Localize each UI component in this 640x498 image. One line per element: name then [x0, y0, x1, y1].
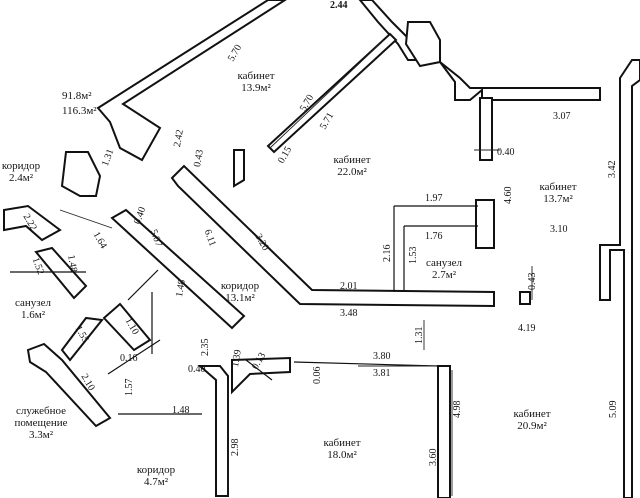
wall-left-angle	[2, 204, 62, 242]
dimension-label: 3.10	[550, 224, 568, 235]
dimension-label: 3.81	[373, 368, 391, 379]
line-door-arc	[245, 359, 273, 381]
room-name: санузел	[425, 257, 462, 269]
dimension-label: 3.42	[607, 160, 618, 179]
living-area-total: 91.8м²	[62, 90, 92, 102]
wall-east	[599, 59, 640, 498]
room-bathroom-1: санузел 2.7м²	[414, 257, 474, 281]
dimension-label: 1.31	[414, 326, 425, 345]
dim-line-571	[269, 39, 385, 149]
wall-bath-small	[102, 302, 152, 352]
room-name: кабинет	[237, 70, 275, 82]
room-area: 4.7м²	[143, 476, 168, 488]
dimension-label: 1.97	[425, 193, 443, 204]
room-name: кабинет	[323, 437, 361, 449]
wall-lower-hub	[197, 365, 229, 497]
room-name: коридор	[136, 464, 176, 476]
dimension-label: 4.60	[503, 186, 514, 205]
dimension-label: 0.16	[120, 353, 138, 364]
line-bath-edge	[127, 269, 159, 301]
room-name: кабинет	[513, 408, 551, 420]
room-name: коридор	[220, 280, 260, 292]
room-study-4: кабинет 18.0м²	[312, 437, 372, 461]
dimension-label: 2.01	[340, 281, 358, 292]
room-study-5: кабинет 20.9м²	[502, 408, 562, 432]
dimension-label: 1.57	[124, 378, 135, 397]
dimension-label: 1.48	[172, 405, 190, 416]
dimension-label: 2.98	[230, 438, 241, 457]
room-area: 1.6м²	[20, 309, 45, 321]
dimension-label: 0.43	[527, 272, 538, 291]
wall-left-mid	[34, 246, 88, 300]
dimension-label: 4.19	[518, 323, 536, 334]
wall-central-diagonal	[170, 164, 495, 308]
total-area: 116.3м²	[62, 105, 97, 117]
room-area: 2.7м²	[431, 269, 456, 281]
room-area: 2.4м²	[8, 172, 33, 184]
room-corridor-3: коридор 4.7м²	[128, 464, 184, 488]
room-study-1: кабинет 13.9м²	[226, 70, 286, 94]
room-name: кабинет	[333, 154, 371, 166]
room-area: 20.9м²	[517, 420, 547, 432]
dimension-label: 0.40	[497, 147, 515, 158]
room-corridor-1: коридор 2.4м²	[0, 160, 46, 184]
dimension-label: 3.48	[340, 308, 358, 319]
room-area: 13.7м²	[543, 193, 573, 205]
room-area: 18.0м²	[327, 449, 357, 461]
dimension-label: 3.60	[428, 448, 439, 467]
room-area: 13.1м²	[225, 292, 255, 304]
line-room-div	[293, 361, 439, 367]
room-area: 3.3м²	[28, 429, 53, 441]
dimension-label: 0.06	[312, 366, 323, 385]
dimension-label: 3.07	[553, 111, 571, 122]
dimension-label: 1.53	[408, 246, 419, 265]
room-study-2: кабинет 22.0м²	[322, 154, 382, 178]
wall-service-room	[60, 316, 104, 362]
wall-left-lower	[26, 342, 112, 428]
room-name: кабинет	[539, 181, 577, 193]
wall-lower-stub	[231, 356, 291, 395]
room-name: санузел	[14, 297, 51, 309]
wall-north-right	[439, 61, 601, 101]
dim-line-148	[59, 209, 113, 229]
dimension-label: 2.35	[200, 338, 211, 357]
dimension-label: 4.98	[452, 400, 463, 419]
wall-study-nw	[96, 0, 287, 162]
room-name: коридор	[1, 160, 41, 172]
dimension-label: 3.80	[373, 351, 391, 362]
dimension-label: 2.44	[330, 0, 348, 11]
dimension-label: 5.09	[608, 400, 619, 419]
dimension-label: 0.40	[188, 364, 206, 375]
wall-small-block-mid	[519, 291, 531, 305]
wall-stub-center	[233, 149, 245, 188]
wall-inner-south	[437, 365, 451, 498]
wall-corridor-door	[110, 208, 246, 330]
wall-corridor-small	[60, 151, 102, 197]
dimension-label: 1.76	[425, 231, 443, 242]
dimension-label: 2.16	[382, 244, 393, 263]
wall-partition-diagonal	[266, 32, 398, 154]
line-service-inner	[107, 339, 161, 375]
room-area: 13.9м²	[241, 82, 271, 94]
room-study-3: кабинет 13.7м²	[528, 181, 588, 205]
room-area: 22.0м²	[337, 166, 367, 178]
wall-bath-block	[475, 199, 495, 249]
room-corridor-2: коридор 13.1м²	[212, 280, 268, 304]
room-bathroom-2: санузел 1.6м²	[6, 297, 60, 321]
room-name: служебное помещение	[14, 405, 68, 429]
wall-pillar-right	[479, 97, 493, 161]
room-service: служебное помещение 3.3м²	[6, 405, 76, 441]
